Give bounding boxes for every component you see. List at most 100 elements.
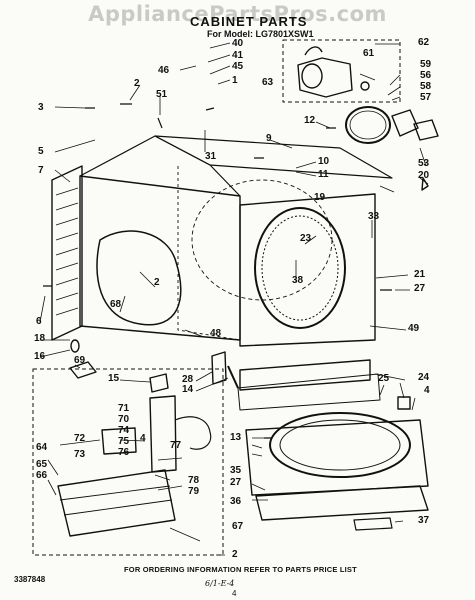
cabinet-rear-side (177, 166, 241, 341)
callout-27-lower: 27 (230, 477, 242, 488)
callout-66: 66 (36, 470, 48, 481)
burner-assembly (57, 469, 176, 537)
callout-41: 41 (232, 50, 244, 61)
callout-46: 46 (158, 65, 170, 76)
callout-77: 77 (170, 440, 182, 451)
drum-belt (345, 106, 391, 144)
idler-pulley (391, 109, 419, 137)
callout-14: 14 (182, 384, 194, 395)
callout-59: 59 (420, 59, 432, 70)
callout-12: 12 (304, 115, 316, 126)
motor (297, 57, 353, 98)
callout-28: 28 (182, 374, 194, 385)
callout-56: 56 (420, 70, 432, 81)
watermark: AppliancePartsPros.com (88, 2, 387, 26)
toe-kick (239, 359, 371, 391)
handwritten-note: 6/1-E-4 (205, 579, 235, 588)
gas-valve (149, 395, 177, 473)
motor-assembly-box (282, 39, 401, 103)
drum-outline (191, 179, 333, 301)
ordering-note: FOR ORDERING INFORMATION REFER TO PARTS … (124, 565, 357, 574)
document-number: 3387848 (14, 575, 46, 584)
model-label: For Model: LG7801XSW1 (207, 29, 314, 39)
callout-16: 16 (34, 351, 46, 362)
callout-13: 13 (230, 432, 242, 443)
callout-2-mid: 2 (154, 277, 160, 288)
cabinet-left-side (51, 165, 83, 341)
callout-38: 38 (292, 275, 304, 286)
callout-18: 18 (34, 333, 46, 344)
callout-68: 68 (110, 299, 122, 310)
callout-20: 20 (418, 170, 430, 181)
callout-9: 9 (266, 133, 272, 144)
callout-65: 65 (36, 459, 48, 470)
callout-10: 10 (318, 156, 330, 167)
motor-pulley (360, 81, 370, 91)
callout-78: 78 (188, 475, 200, 486)
callout-23: 23 (300, 233, 312, 244)
cabinet-front-panel (79, 175, 241, 341)
leveling-leg (70, 339, 80, 353)
callout-21: 21 (414, 269, 426, 280)
callout-1: 1 (232, 75, 238, 86)
callout-35: 35 (230, 465, 242, 476)
rod-14 (227, 365, 239, 389)
callout-73: 73 (74, 449, 86, 460)
callout-31: 31 (205, 151, 217, 162)
callout-75: 75 (118, 436, 130, 447)
callout-33: 33 (368, 211, 380, 222)
callout-6: 6 (36, 316, 42, 327)
callout-45: 45 (232, 61, 244, 72)
wire-harness (174, 416, 212, 450)
callout-7: 7 (38, 165, 44, 176)
front-panel-opening (96, 230, 182, 326)
callout-40: 40 (232, 38, 244, 49)
callout-2-top: 2 (134, 78, 140, 89)
callout-48: 48 (210, 328, 222, 339)
callout-27-right: 27 (414, 283, 426, 294)
callout-72: 72 (74, 433, 86, 444)
callout-37: 37 (418, 515, 430, 526)
callout-15: 15 (108, 373, 120, 384)
callout-4-lower: 4 (140, 433, 146, 444)
callout-61: 61 (363, 48, 375, 59)
callout-57: 57 (420, 92, 432, 103)
door-opening (254, 207, 346, 329)
door-panel (245, 419, 429, 496)
callout-62: 62 (418, 37, 430, 48)
callout-67: 67 (232, 521, 244, 532)
callout-2-bottom: 2 (232, 549, 238, 560)
diagram-title: CABINET PARTS (190, 14, 308, 29)
callout-4-right: 4 (424, 385, 430, 396)
bracket-69 (69, 361, 97, 379)
callout-76: 76 (118, 447, 130, 458)
callout-11: 11 (318, 169, 329, 180)
page-number: 4 (232, 589, 237, 598)
bracket-28 (211, 351, 227, 385)
motor-shaft-cap (301, 63, 323, 89)
callout-74: 74 (118, 425, 130, 436)
callout-5: 5 (38, 146, 44, 157)
callout-51: 51 (156, 89, 168, 100)
callout-53: 53 (418, 158, 430, 169)
callout-71: 71 (118, 403, 130, 414)
bracket-15 (149, 373, 169, 393)
door-seal (261, 215, 339, 321)
callout-79: 79 (188, 486, 200, 497)
callout-3: 3 (38, 102, 44, 113)
callout-24: 24 (418, 372, 430, 383)
callout-49: 49 (408, 323, 420, 334)
callout-63: 63 (262, 77, 274, 88)
door-catch (397, 396, 411, 410)
switch (413, 119, 439, 141)
door-inner-panel (255, 485, 429, 521)
callout-19: 19 (314, 192, 326, 203)
front-door-panel (239, 193, 376, 347)
control-assembly-box (32, 368, 224, 556)
callout-58: 58 (420, 81, 432, 92)
callout-64: 64 (36, 442, 48, 453)
callout-69: 69 (74, 355, 86, 366)
cabinet-top (154, 135, 393, 179)
